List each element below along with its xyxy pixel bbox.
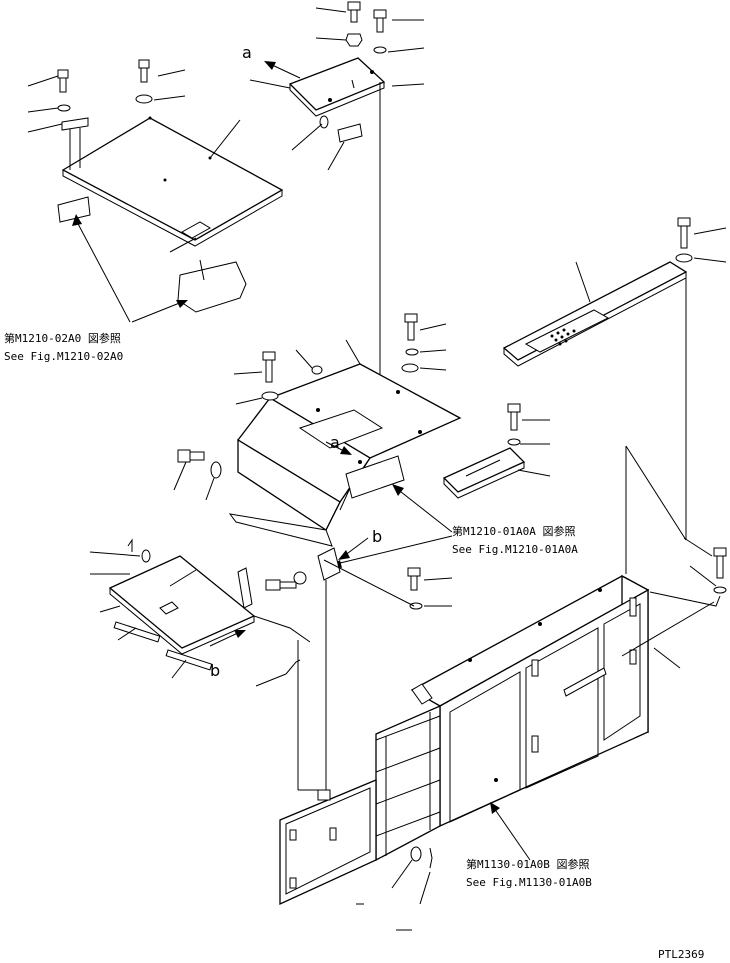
marker-b-left: b (210, 661, 220, 680)
marker-b-mid-arrow (338, 550, 350, 560)
marker-a-mid-arrow (340, 446, 352, 455)
ref-mid-right-jp: 第M1210-01A0A 図参照 (452, 524, 575, 538)
top-small-cover (249, 1, 425, 171)
ref-bottom-right-en: See Fig.M1130-01A0B (466, 876, 592, 889)
bolt-group-top-left (27, 59, 241, 159)
left-small-plate (89, 538, 311, 687)
center-bolt-b (265, 547, 453, 791)
ref-bottom-right-jp: 第M1130-01A0B 図参照 (466, 857, 589, 871)
callout-arrows-left (72, 214, 188, 323)
marker-b-left-line (209, 631, 241, 647)
marker-b-mid: b (372, 527, 382, 546)
callout-arrow-bottom (493, 807, 531, 861)
center-hardware (173, 313, 447, 511)
center-main-cover (228, 363, 462, 547)
ref-top-left-en: See Fig.M1210-02A0 (4, 350, 123, 363)
top-left-plate (61, 116, 284, 247)
drawing-code: PTL2369 (658, 948, 704, 961)
bottom-right-hardware (621, 537, 727, 669)
bottom-frame-assembly (279, 574, 650, 906)
marker-b-mid-line (343, 537, 369, 557)
bottom-washer-pin (356, 846, 433, 931)
marker-a-mid: a (330, 433, 340, 452)
right-small-plate (442, 403, 551, 499)
marker-a-top: a (242, 43, 252, 62)
callout-arrow-bottom-head (490, 802, 500, 814)
bracket-left (57, 196, 247, 313)
ref-mid-right-en: See Fig.M1210-01A0A (452, 543, 578, 556)
top-right-panel (502, 217, 727, 574)
marker-b-left-arrow (234, 630, 246, 638)
ref-top-left-jp: 第M1210-02A0 図参照 (4, 331, 121, 345)
guide-line-a2 (351, 79, 355, 89)
